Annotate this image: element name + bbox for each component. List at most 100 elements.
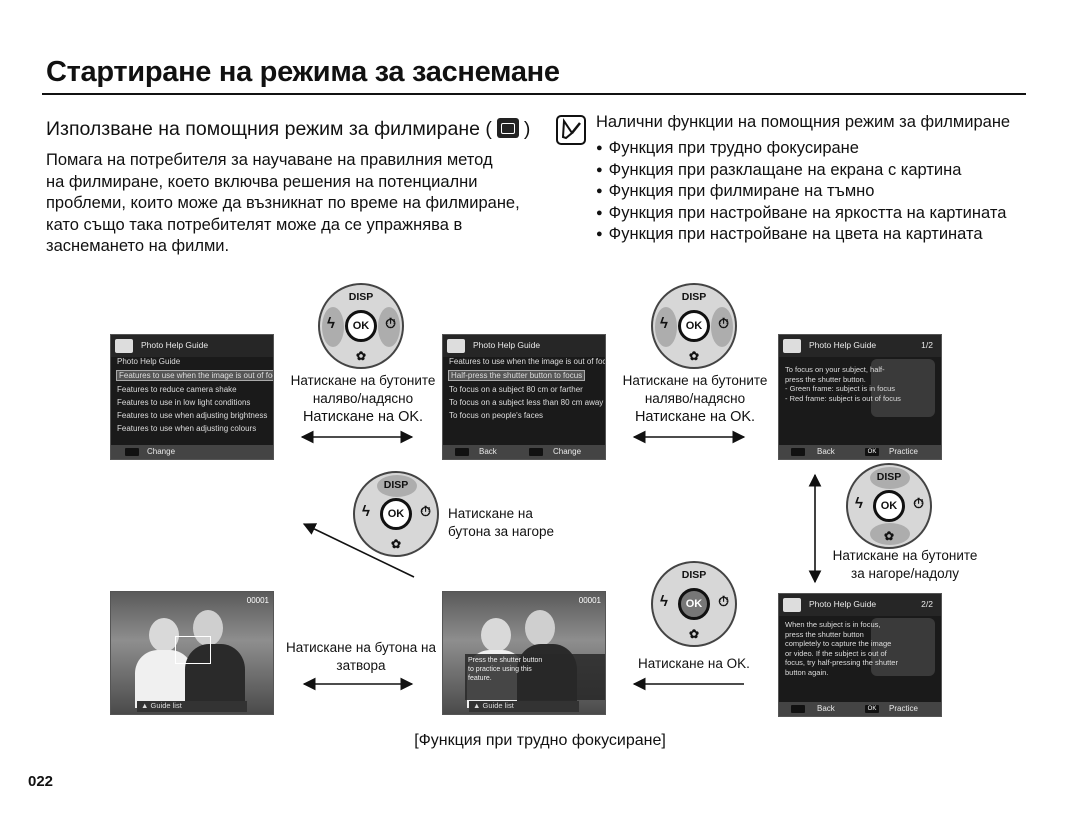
up-key-icon: ▲ [141, 701, 149, 710]
help-line: completely to capture the image [785, 639, 892, 648]
menu-line: Features to use when adjusting colours [117, 424, 257, 433]
caption-line: Натискане на [448, 506, 533, 521]
ok-button: OK [678, 588, 710, 620]
caption-ok: Натискане на OK. [638, 656, 750, 671]
timer-icon: ⏱ [913, 495, 924, 511]
menu-line: Features to use when the image is out of… [449, 357, 606, 366]
footer-back: Back [817, 704, 835, 713]
camera-dial-left-right: DISP ϟ OK ⏱ ✿ [651, 283, 737, 369]
ok-key-icon: OK [865, 705, 879, 713]
shutter-illustration [871, 618, 935, 676]
menu-line: To focus on a subject 80 cm or farther [449, 385, 583, 394]
help-line: To focus on your subject, half- [785, 365, 885, 374]
bride-figure [149, 618, 179, 652]
popup-line: feature. [468, 675, 492, 682]
right-key-icon [529, 448, 543, 456]
flash-icon: ϟ [327, 315, 335, 332]
disp-label: DISP [681, 569, 707, 581]
movie-help-mode-icon [496, 118, 519, 138]
caption-line: Натискане на OK. [634, 409, 756, 425]
note-item: Функция при трудно фокусиране [596, 138, 1006, 160]
flash-icon: ϟ [362, 503, 370, 520]
note-item: Функция при настройване на яркостта на к… [596, 203, 1007, 225]
bride-figure [481, 618, 511, 652]
flash-icon: ϟ [855, 495, 863, 512]
caption-line: Натискане на бутоните [622, 373, 768, 388]
shot-counter: 00001 [246, 596, 269, 605]
disp-label: DISP [348, 291, 374, 303]
help-guide-icon [115, 339, 133, 353]
help-line: button again. [785, 667, 829, 677]
screen-focus-menu: Photo Help Guide Features to use when th… [442, 334, 606, 460]
subtitle-close: ) [523, 118, 531, 140]
menu-line-selected: Half-press the shutter button to focus [448, 370, 586, 381]
caption-line: за нагоре/надолу [851, 566, 959, 581]
caption-up-down: Натискане на бутоните за нагоре/надолу [820, 547, 990, 583]
intro-line: Помага на потребителя за научаване на пр… [46, 151, 493, 169]
macro-icon: ✿ [355, 349, 367, 363]
help-guide-icon [447, 339, 465, 353]
groom-figure [193, 610, 223, 646]
figure-caption: [Функция при трудно фокусиране] [414, 732, 666, 749]
disp-label: DISP [383, 479, 409, 491]
macro-icon: ✿ [883, 529, 895, 543]
practice-popup: Press the shutter button to practice usi… [465, 654, 605, 700]
ok-button: OK [678, 310, 710, 342]
flash-icon: ϟ [660, 315, 668, 332]
help-line: - Green frame: subject is in focus [785, 384, 896, 393]
caption-line: бутона за нагоре [448, 524, 555, 539]
caption-line: Натискане на бутона на [286, 640, 436, 655]
popup-line: Press the shutter button [468, 657, 543, 664]
help-line: press the shutter button. [785, 374, 866, 384]
camera-dial-left-right: DISP ϟ OK ⏱ ✿ [318, 283, 404, 369]
timer-icon: ⏱ [385, 315, 396, 331]
intro-paragraph: Помага на потребителя за научаване на пр… [46, 150, 536, 258]
page-title: Стартиране на режима за заснемане [46, 56, 560, 88]
disp-label: DISP [876, 471, 902, 483]
timer-icon: ⏱ [420, 503, 431, 519]
groom-suit [185, 644, 245, 708]
screen-help-page-1: Photo Help Guide 1/2 To focus on your sub… [778, 334, 942, 460]
caption-line: Натискане на бутоните [290, 373, 436, 388]
title-divider [42, 93, 1026, 95]
section-subtitle: Използване на помощния режим за филмиран… [46, 118, 530, 141]
guide-list-label: Guide list [150, 701, 182, 710]
arrow-up-back [302, 523, 415, 578]
left-key-icon [791, 448, 805, 456]
caption-line: наляво/надясно [312, 391, 414, 406]
menu-line: Photo Help Guide [117, 357, 181, 366]
page-indicator: 1/2 [921, 340, 933, 350]
left-key-icon [791, 705, 805, 713]
screen-header: Photo Help Guide [473, 340, 541, 350]
caption-shutter: Натискане на бутона на затвора [282, 639, 440, 675]
shot-counter: 00001 [578, 596, 601, 605]
caption-left-right-1: Натискане на бутоните наляво/надясно Нат… [282, 372, 444, 426]
footer-practice: Practice [889, 447, 918, 456]
right-key-icon [125, 448, 139, 456]
help-line: When the subject is in focus, [785, 620, 881, 629]
ok-key-icon: OK [865, 448, 879, 456]
bride-dress [135, 650, 193, 708]
macro-icon: ✿ [390, 537, 402, 551]
menu-line: Features to use in low light conditions [117, 398, 251, 407]
help-line: focus, try half-pressing the shutter [785, 658, 898, 667]
note-item: Функция при настройване на цвета на карт… [596, 224, 1006, 246]
screen-header: Photo Help Guide [809, 340, 877, 350]
help-line: - Red frame: subject is out of focus [785, 393, 901, 403]
intro-line: на филмиране, което включва решения на п… [46, 172, 478, 191]
popup-line: to practice using this [468, 666, 532, 673]
timer-icon: ⏱ [718, 593, 729, 609]
caption-up: Натискане на бутона за нагоре [448, 505, 554, 541]
page-indicator: 2/2 [921, 599, 933, 609]
left-key-icon [455, 448, 469, 456]
intro-line: като също така потребителят може да се у… [46, 215, 463, 234]
intro-line: проблеми, които може да възникнат по вре… [46, 194, 520, 212]
macro-icon: ✿ [688, 349, 700, 363]
camera-dial-ok: DISP ϟ OK ⏱ ✿ [651, 561, 737, 647]
footer-back: Back [479, 447, 497, 456]
screen-practice-preview: 00001 Press the shutter button to practi… [442, 591, 606, 715]
help-line: press the shutter button [785, 629, 864, 639]
note-title: Налични функции на помощния режим за фил… [596, 113, 1011, 131]
timer-icon: ⏱ [718, 315, 729, 331]
